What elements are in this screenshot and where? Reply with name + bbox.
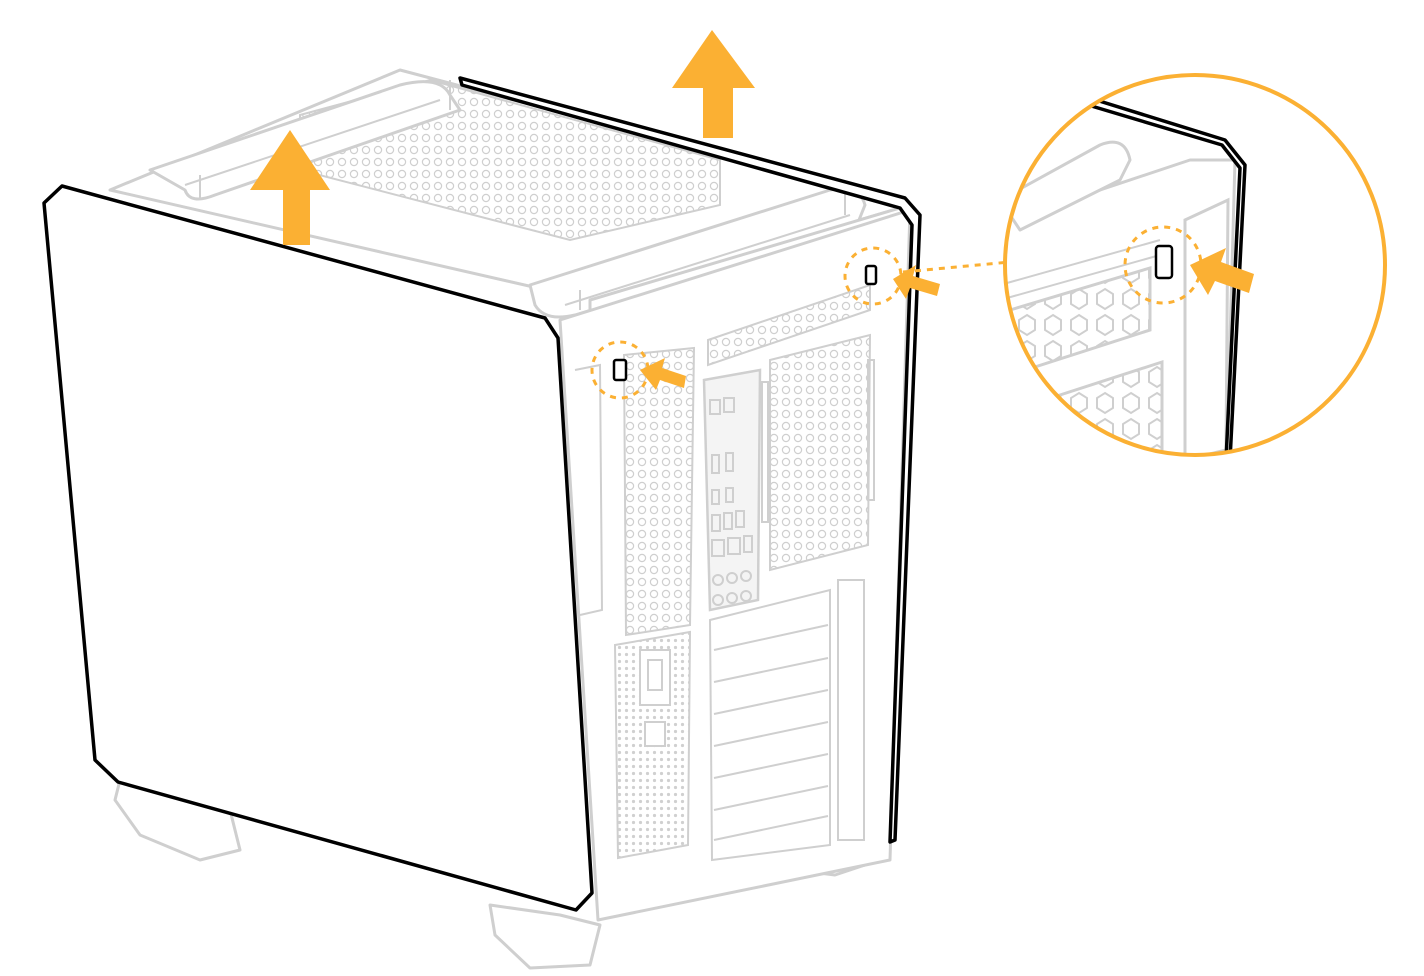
push-arrow-icon xyxy=(640,358,686,390)
up-arrow-icon xyxy=(672,30,755,138)
retention-clip-icon xyxy=(864,264,878,286)
magnifier-callout-icon xyxy=(1003,73,1387,457)
side-panel xyxy=(42,184,594,912)
far-side-panel xyxy=(458,76,922,844)
push-arrow-icon xyxy=(893,265,940,299)
up-arrow-icon xyxy=(250,130,330,245)
case-rear-face xyxy=(558,208,912,922)
pc-case xyxy=(108,68,922,970)
retention-clip-icon xyxy=(612,358,628,382)
